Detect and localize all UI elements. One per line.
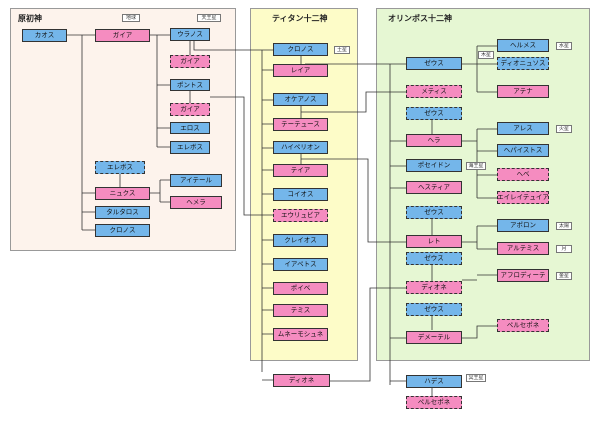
node-hebe[interactable]: ヘベ xyxy=(497,168,549,181)
node-persephone-2[interactable]: ペルセポネ xyxy=(406,396,462,409)
tag-neptune: 海王星 xyxy=(466,162,486,170)
line-gaia-branches xyxy=(150,34,170,148)
node-mnemosyne[interactable]: ムネーモシュネ xyxy=(273,328,328,341)
node-aphrodite[interactable]: アフロディーテ xyxy=(497,269,549,282)
node-erebos[interactable]: エレボス xyxy=(170,141,210,154)
node-metis[interactable]: メティス xyxy=(406,85,462,98)
line-koios-leto xyxy=(301,158,406,243)
node-demeter[interactable]: デメーテル xyxy=(406,331,462,344)
node-dione-2[interactable]: ディオネ xyxy=(406,281,462,294)
node-zeus-5[interactable]: ゼウス xyxy=(406,303,462,316)
olympus-title: オリンポス十二神 xyxy=(388,14,452,23)
node-gaia-2[interactable]: ガイア xyxy=(170,55,210,68)
tag-venus: 金星 xyxy=(556,272,572,280)
line-zeus-children xyxy=(462,45,497,93)
line-leto-twins xyxy=(462,225,497,250)
node-dionysos[interactable]: ディオニュソス xyxy=(497,57,549,70)
tag-sun: 太陽 xyxy=(556,222,572,230)
node-khaos[interactable]: カオス xyxy=(22,29,67,42)
line-oceanos-metis xyxy=(301,91,406,113)
node-theia[interactable]: テイア xyxy=(273,164,328,177)
node-pontos[interactable]: ポントス xyxy=(170,79,210,91)
primordial-title: 原初神 xyxy=(18,14,42,23)
line-demeter-persephone xyxy=(462,325,497,339)
tag-earth: 地球 xyxy=(122,14,140,22)
line-khaos-branches xyxy=(81,35,95,231)
node-persephone[interactable]: ペルセポネ xyxy=(497,319,549,332)
node-eileithyia[interactable]: エイレイテュイア xyxy=(497,191,549,204)
node-rhea[interactable]: レイア xyxy=(273,64,328,77)
node-eros[interactable]: エロス xyxy=(170,122,210,134)
node-kronos[interactable]: クロノス xyxy=(273,43,328,56)
node-poseidon[interactable]: ポセイドン xyxy=(406,159,462,172)
node-ares[interactable]: アレス xyxy=(497,122,549,135)
tag-saturn: 土星 xyxy=(334,46,350,54)
node-eurybia[interactable]: エウリュビア xyxy=(273,209,328,222)
node-tartaros[interactable]: タルタロス xyxy=(95,206,150,219)
node-hyperion[interactable]: ハイペリオン xyxy=(273,141,328,154)
node-erebos-2[interactable]: エレボス xyxy=(95,161,145,174)
line-kronos-olympians xyxy=(305,63,406,385)
node-tethys[interactable]: テーテュース xyxy=(273,118,328,131)
tag-moon: 月 xyxy=(556,245,572,253)
node-kreios[interactable]: クレイオス xyxy=(273,234,328,247)
line-dione-line xyxy=(330,287,406,382)
node-iapetos[interactable]: イアペトス xyxy=(273,258,328,271)
node-zeus-4[interactable]: ゼウス xyxy=(406,252,462,265)
line-ouranos-titans xyxy=(193,41,273,381)
node-gaia-3[interactable]: ガイア xyxy=(170,103,210,116)
node-hephaistos[interactable]: ヘパイストス xyxy=(497,144,549,157)
line-nyx-children xyxy=(150,179,170,203)
node-dione[interactable]: ディオネ xyxy=(273,374,330,387)
node-ouranos[interactable]: ウラノス xyxy=(170,28,210,41)
node-hermes[interactable]: ヘルメス xyxy=(497,39,549,52)
node-koios[interactable]: コイオス xyxy=(273,188,328,201)
node-gaia[interactable]: ガイア xyxy=(95,29,150,42)
tag-jupiter: 木星 xyxy=(478,51,494,59)
tag-uranus: 天王星 xyxy=(197,14,221,22)
node-hestia[interactable]: ヘスティア xyxy=(406,181,462,194)
node-zeus-3[interactable]: ゼウス xyxy=(406,206,462,219)
node-zeus-2[interactable]: ゼウス xyxy=(406,107,462,120)
node-hemera[interactable]: ヘメラ xyxy=(170,196,222,209)
line-pontos-eurybia xyxy=(210,96,273,216)
node-phoibe[interactable]: ポイベ xyxy=(273,282,328,295)
node-kronos-primordial[interactable]: クロノス xyxy=(95,224,150,237)
node-apollon[interactable]: アポロン xyxy=(497,219,549,232)
tag-mercury: 水星 xyxy=(556,42,572,50)
tag-pluto: 冥王星 xyxy=(466,374,486,382)
node-athena[interactable]: アテナ xyxy=(497,85,549,98)
line-dione2-aphrodite xyxy=(462,274,497,281)
node-artemis[interactable]: アルテミス xyxy=(497,242,549,255)
node-okeanos[interactable]: オケアノス xyxy=(273,93,328,106)
node-hades[interactable]: ハデス xyxy=(406,375,462,388)
titan-title: ティタン十二神 xyxy=(272,14,328,23)
node-hera[interactable]: ヘラ xyxy=(406,134,462,147)
node-leto[interactable]: レト xyxy=(406,235,462,248)
node-themis[interactable]: テミス xyxy=(273,304,328,317)
tag-mars: 火星 xyxy=(556,125,572,133)
node-nyx[interactable]: ニュクス xyxy=(95,187,150,200)
node-aither[interactable]: アイテール xyxy=(170,174,222,187)
node-zeus[interactable]: ゼウス xyxy=(406,57,462,70)
